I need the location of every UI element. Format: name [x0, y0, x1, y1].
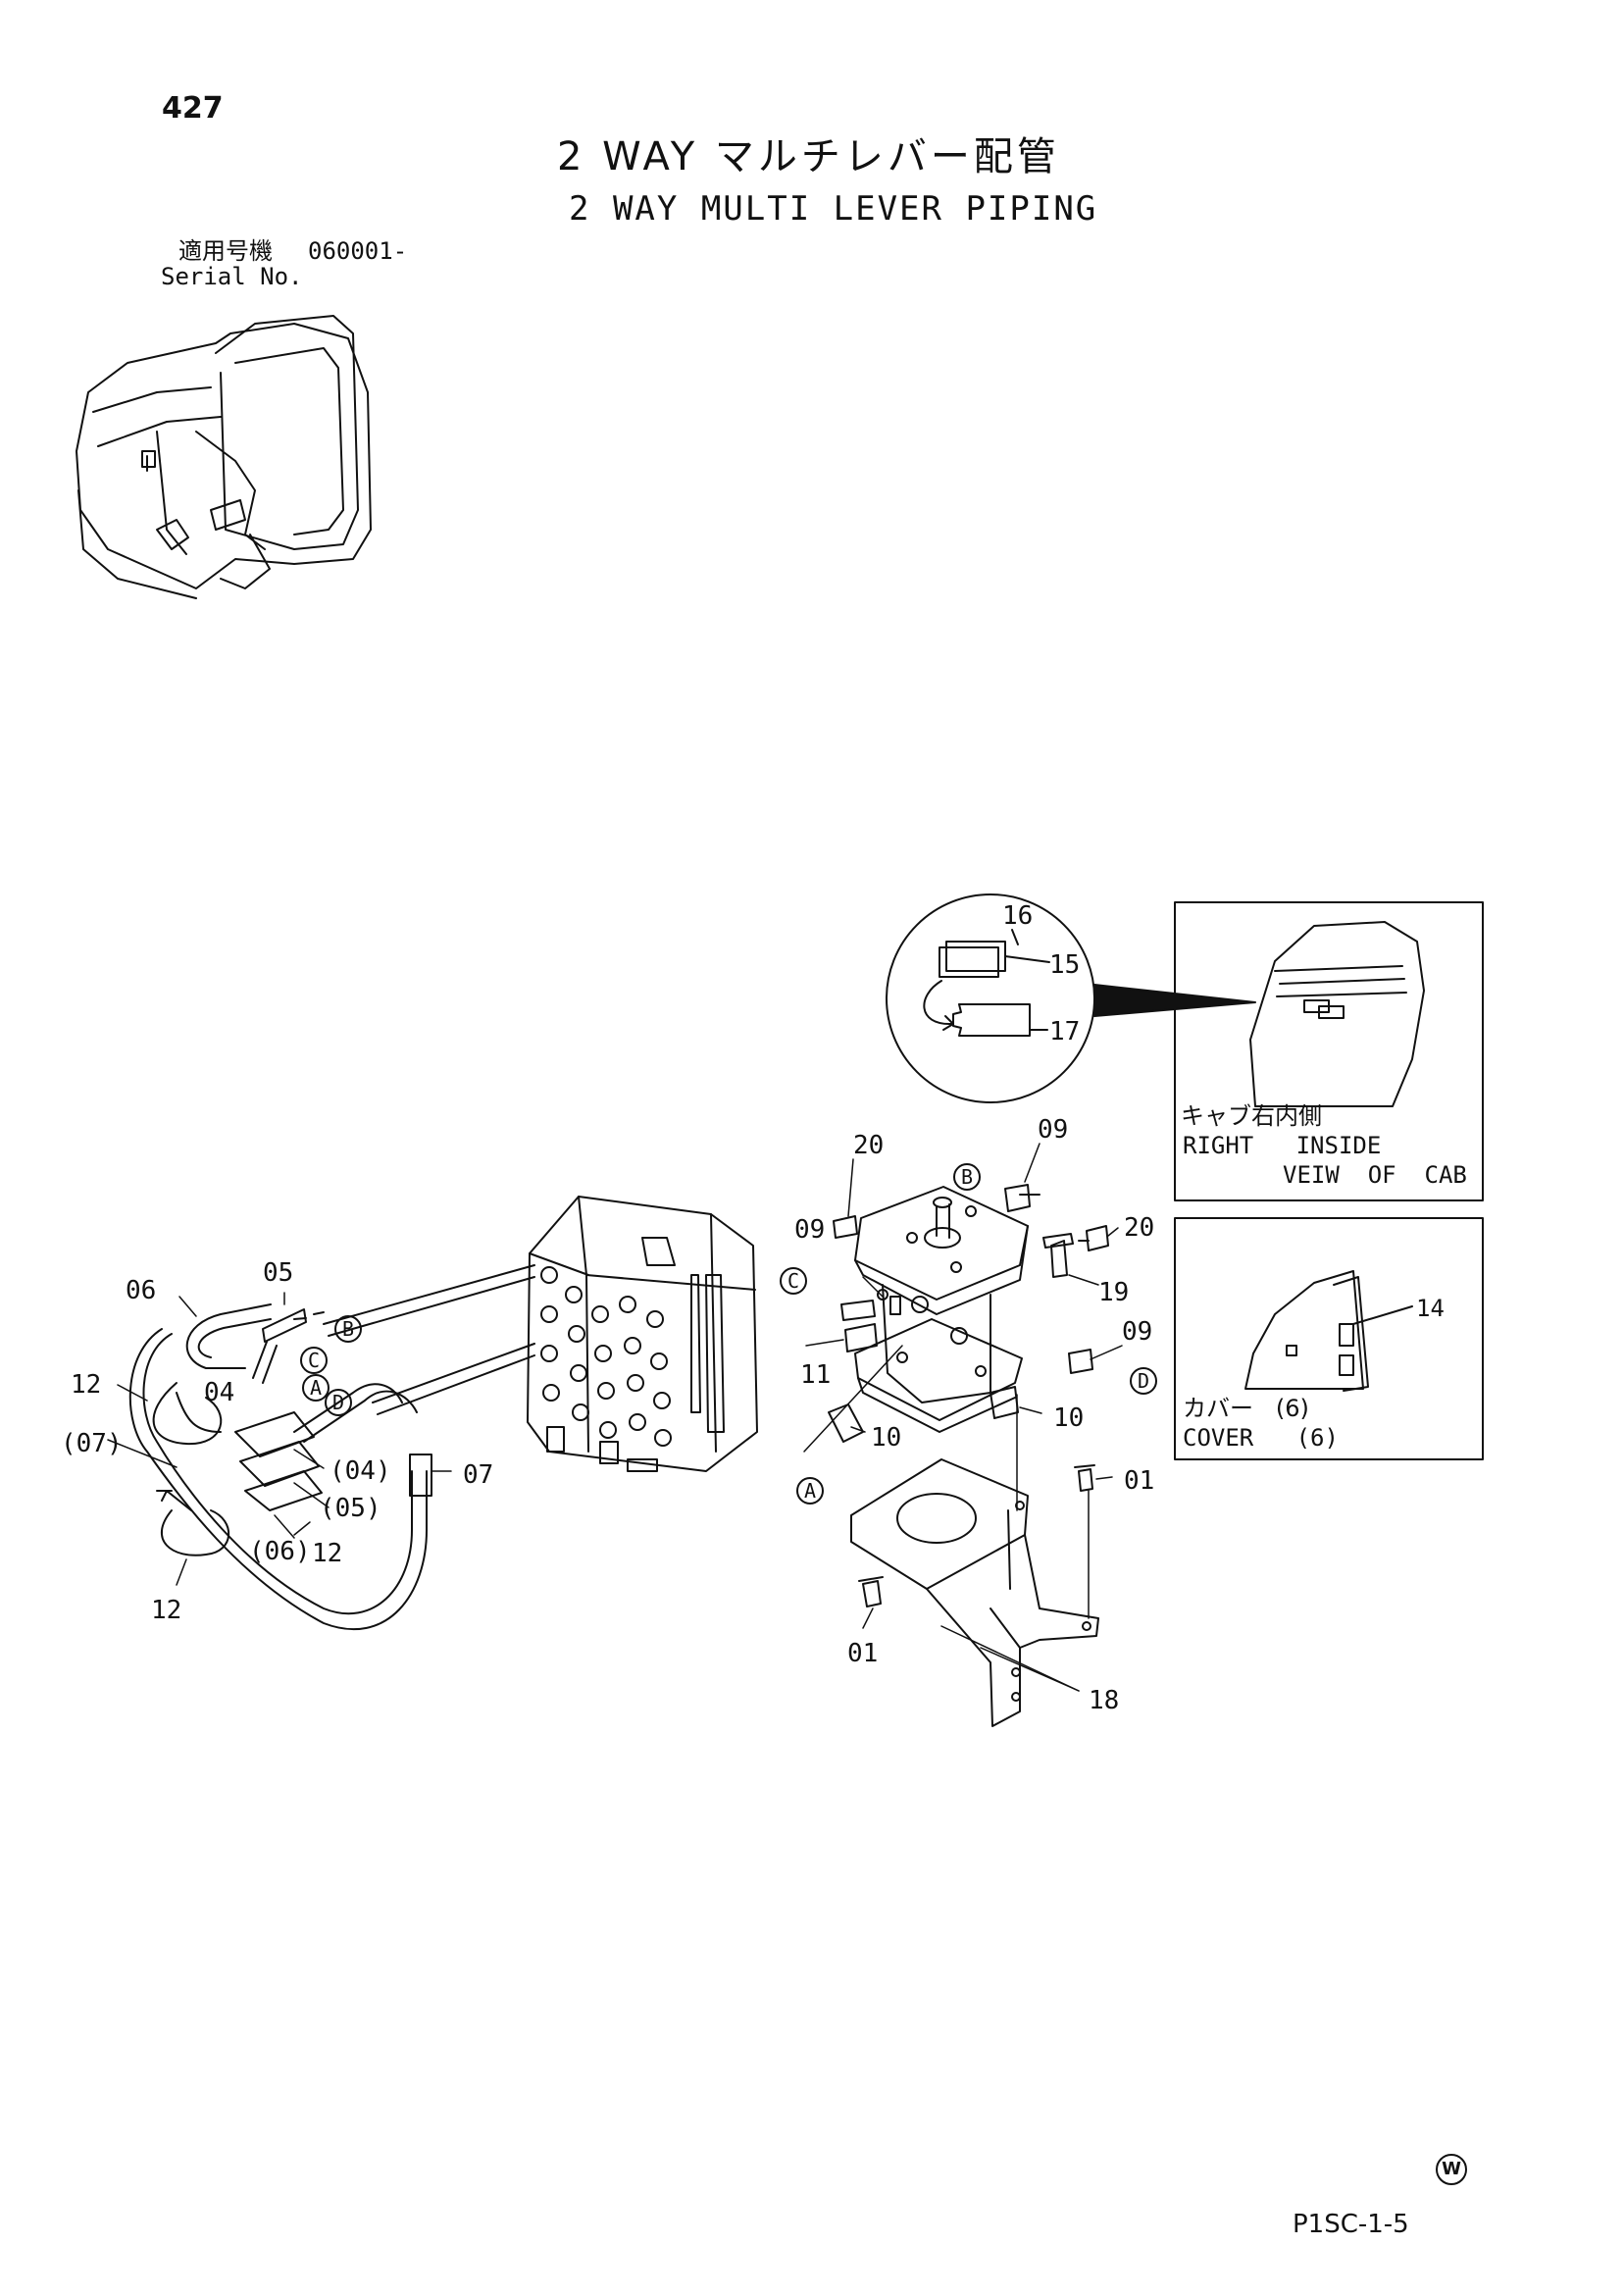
connection-mark-a-right: A — [804, 1479, 816, 1503]
control-valve-block — [527, 1196, 758, 1472]
cab-inside-label-line2: VEIW OF CAB — [1283, 1161, 1467, 1189]
part-label-18: 18 — [1089, 1686, 1119, 1715]
connection-mark-d-left: D — [332, 1391, 344, 1414]
part-label-05-paren: (05) — [320, 1494, 381, 1523]
connection-mark-c-right: C — [787, 1269, 799, 1293]
part-label-06-paren: (06) — [249, 1537, 311, 1566]
part-label-19: 19 — [1098, 1278, 1129, 1307]
cab-inside-label-japanese: キャブ右内側 — [1181, 1102, 1322, 1130]
page-title-english: 2 WAY MULTI LEVER PIPING — [569, 189, 1098, 229]
part-label-11: 11 — [800, 1360, 831, 1390]
machine-overview-sketch — [76, 315, 372, 599]
serial-label-english: Serial No. — [161, 263, 303, 290]
part-label-10b: 10 — [1053, 1403, 1084, 1433]
cover-label-japanese: カバー (6) — [1183, 1395, 1309, 1422]
leader-lines — [107, 1143, 1123, 1692]
connection-mark-b-right: B — [961, 1165, 973, 1189]
detail-label-15: 15 — [1049, 950, 1080, 980]
detail-label-16: 16 — [1002, 901, 1033, 931]
serial-label-japanese: 適用号機 — [178, 237, 273, 265]
hose-loop-assembly — [128, 1303, 432, 1630]
part-label-12b: 12 — [312, 1539, 342, 1568]
multi-lever-valve — [854, 1186, 1029, 1433]
page-number: 427 — [162, 91, 224, 126]
part-label-01b: 01 — [847, 1639, 878, 1668]
part-label-12c: 12 — [151, 1596, 181, 1625]
part-label-01a: 01 — [1124, 1466, 1154, 1496]
cover-inset — [1174, 1217, 1484, 1460]
part-label-09c: 09 — [1122, 1317, 1152, 1347]
connection-marker-circles — [300, 1163, 1157, 1505]
mounting-bracket — [850, 1458, 1099, 1727]
detail-circle — [886, 893, 1256, 1103]
connection-mark-b-left: B — [342, 1317, 354, 1341]
part-label-20a: 20 — [853, 1131, 884, 1160]
part-label-07: 07 — [463, 1460, 493, 1490]
hose-lines — [323, 1264, 535, 1415]
serial-number-value: 060001- — [308, 237, 408, 265]
part-label-05: 05 — [263, 1258, 293, 1288]
part-label-20b: 20 — [1124, 1213, 1154, 1243]
page-title-japanese: 2 WAY マルチレバー配管 — [557, 134, 1060, 179]
part-label-10a: 10 — [871, 1423, 901, 1453]
part-label-04-paren: (04) — [330, 1456, 391, 1486]
detail-label-17: 17 — [1049, 1017, 1080, 1046]
part-label-07-paren: (07) — [61, 1429, 123, 1458]
part-label-12a: 12 — [71, 1370, 101, 1400]
cab-inside-view-inset — [1174, 901, 1484, 1201]
cover-part-label-14: 14 — [1416, 1295, 1445, 1322]
part-label-09b: 09 — [794, 1215, 825, 1245]
connection-mark-a-left: A — [310, 1376, 322, 1400]
connection-mark-d-right: D — [1138, 1369, 1149, 1393]
part-label-04: 04 — [204, 1378, 234, 1407]
part-label-06: 06 — [126, 1276, 156, 1305]
part-label-09a: 09 — [1038, 1115, 1068, 1145]
footer-page-code: P1SC-1-5 — [1293, 2210, 1409, 2239]
cab-inside-label-line1: RIGHT INSIDE — [1183, 1132, 1381, 1159]
cover-label-english: COVER (6) — [1183, 1424, 1339, 1452]
connection-mark-c-left: C — [308, 1349, 320, 1372]
watermark-badge: W — [1436, 2154, 1467, 2185]
